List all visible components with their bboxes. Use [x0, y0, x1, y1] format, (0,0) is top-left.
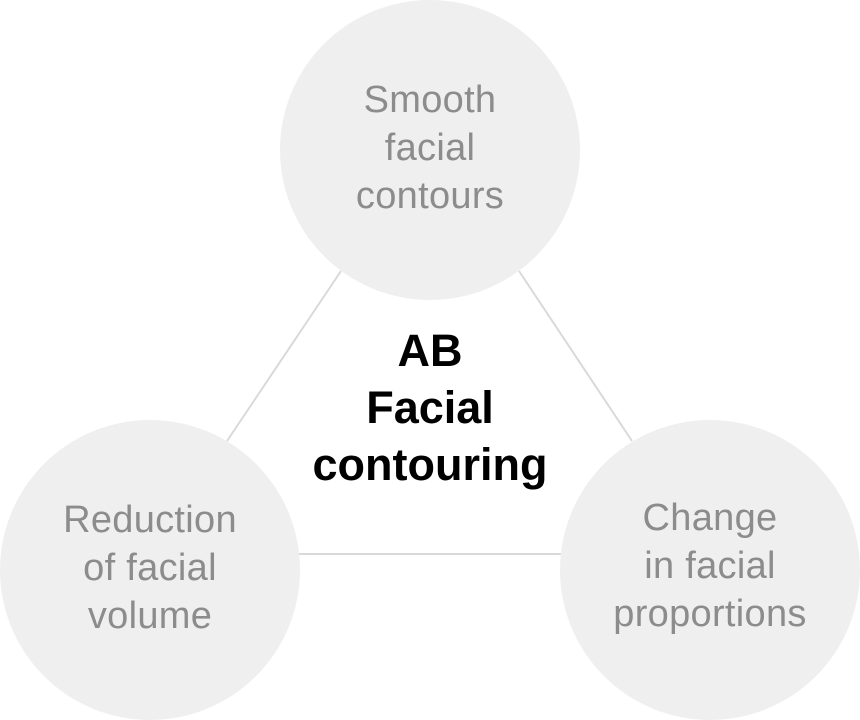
node-label: Smooth facial contours — [355, 79, 505, 217]
connector-top-to-bottom-left — [226, 270, 342, 442]
node-label: Change in facial proportions — [613, 497, 807, 635]
diagram-title: AB Facial contouring — [312, 325, 548, 490]
node-change-in-facial-proportions: Change in facial proportions — [560, 420, 860, 720]
node-label: Reduction of facial volume — [63, 499, 237, 637]
node-smooth-facial-contours: Smooth facial contours — [280, 0, 580, 300]
node-reduction-of-facial-volume: Reduction of facial volume — [0, 420, 300, 720]
connector-top-to-bottom-right — [518, 270, 633, 442]
